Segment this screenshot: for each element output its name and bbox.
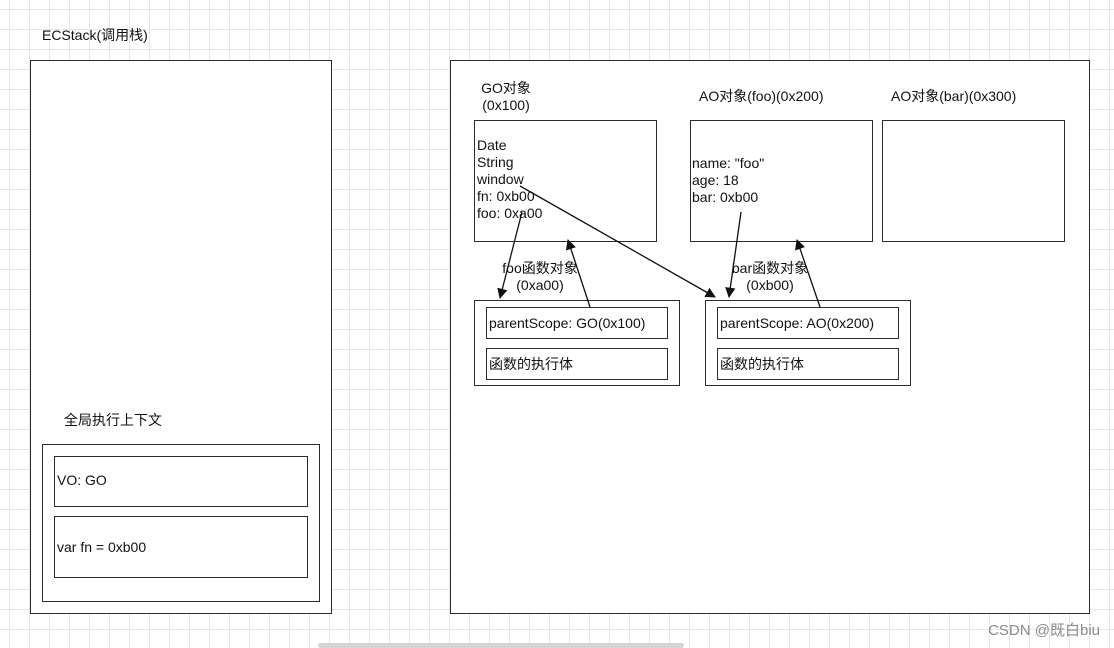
ao-bar-title: AO对象(bar)(0x300) — [891, 88, 1017, 104]
foo-body-text: 函数的执行体 — [489, 356, 573, 372]
watermark: CSDN @既白biu — [988, 622, 1100, 639]
ao-bar-box — [882, 120, 1065, 242]
go-title-line2: (0x100) — [482, 97, 530, 113]
foo-func-title: foo函数对象 (0xa00) — [490, 260, 590, 294]
scrollbar-track[interactable] — [318, 643, 684, 648]
var-fn-text: var fn = 0xb00 — [57, 539, 147, 555]
ecstack-title: ECStack(调用栈) — [42, 27, 148, 43]
go-line-foo: foo: 0xa00 — [477, 205, 543, 221]
foo-parent-scope-box: parentScope: GO(0x100) — [486, 307, 668, 339]
foo-func-title-line1: foo函数对象 — [502, 260, 578, 276]
ao-foo-line-bar: bar: 0xb00 — [692, 189, 759, 205]
bar-func-title: bar函数对象 (0xb00) — [720, 260, 820, 294]
go-object-box: Date String window fn: 0xb00 foo: 0xa00 — [474, 120, 657, 242]
bar-body-box: 函数的执行体 — [717, 348, 899, 380]
foo-func-title-line2: (0xa00) — [516, 277, 564, 293]
go-object-lines: Date String window fn: 0xb00 foo: 0xa00 — [477, 137, 542, 222]
bar-func-title-line2: (0xb00) — [746, 277, 794, 293]
bar-body-text: 函数的执行体 — [720, 356, 804, 372]
go-line-date: Date — [477, 137, 507, 153]
ao-foo-box: name: "foo" age: 18 bar: 0xb00 — [690, 120, 873, 242]
go-title: GO对象 (0x100) — [476, 80, 536, 114]
ao-foo-title: AO对象(foo)(0x200) — [699, 88, 824, 104]
go-title-line1: GO对象 — [481, 80, 531, 96]
go-line-window: window — [477, 171, 524, 187]
bar-func-title-line1: bar函数对象 — [731, 260, 809, 276]
go-line-string: String — [477, 154, 514, 170]
vo-box: VO: GO — [54, 456, 308, 507]
go-line-fn: fn: 0xb00 — [477, 188, 535, 204]
vo-text: VO: GO — [57, 472, 107, 488]
foo-parent-scope-text: parentScope: GO(0x100) — [489, 315, 646, 331]
foo-body-box: 函数的执行体 — [486, 348, 668, 380]
var-fn-box: var fn = 0xb00 — [54, 516, 308, 578]
ao-foo-line-name: name: "foo" — [692, 155, 765, 171]
bar-parent-scope-box: parentScope: AO(0x200) — [717, 307, 899, 339]
global-context-label: 全局执行上下文 — [64, 412, 162, 428]
bar-parent-scope-text: parentScope: AO(0x200) — [720, 315, 875, 331]
ao-foo-line-age: age: 18 — [692, 172, 739, 188]
ao-foo-lines: name: "foo" age: 18 bar: 0xb00 — [692, 155, 764, 206]
